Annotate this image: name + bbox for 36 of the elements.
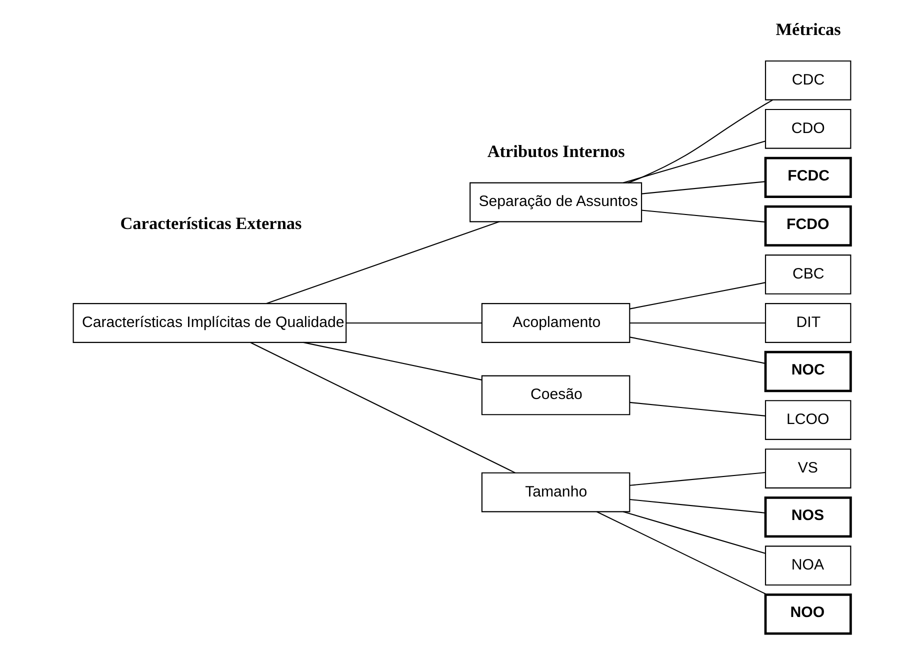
node-box: FCDO — [764, 205, 852, 247]
connector — [630, 336, 766, 364]
node-box: DIT — [764, 303, 852, 343]
node-box: FCDC — [764, 156, 852, 198]
connector — [628, 100, 773, 184]
label: Métricas — [776, 20, 841, 39]
node-box: NOC — [764, 350, 852, 392]
connector — [596, 511, 768, 596]
node-box: NOS — [764, 496, 852, 538]
node-box: CDC — [764, 60, 852, 100]
label: Características Externas — [120, 214, 302, 233]
node-box: CBC — [764, 254, 852, 294]
label: Atributos Internos — [487, 142, 625, 161]
connector — [250, 342, 516, 474]
connector — [346, 322, 482, 324]
node-box: Tamanho — [481, 472, 630, 512]
node-box: CDO — [764, 108, 852, 149]
node-box: LCOO — [764, 400, 852, 440]
node-box: Separação de Assuntos — [470, 182, 642, 222]
connector — [642, 210, 766, 223]
node-box: NOO — [764, 594, 852, 635]
connector — [303, 342, 482, 380]
connector — [630, 402, 766, 416]
connector — [630, 472, 766, 486]
node-box: Coesão — [481, 375, 630, 416]
connector — [630, 282, 766, 310]
connector — [623, 511, 766, 554]
node-box: NOA — [764, 546, 852, 586]
connector — [630, 498, 766, 514]
connector — [630, 322, 766, 324]
connector — [623, 140, 766, 184]
connector — [642, 181, 766, 194]
node-box: Acoplamento — [481, 303, 630, 343]
node-box: VS — [764, 448, 852, 488]
connector — [266, 221, 500, 304]
node-box: Características Implícitas de Qualidade — [72, 303, 347, 343]
